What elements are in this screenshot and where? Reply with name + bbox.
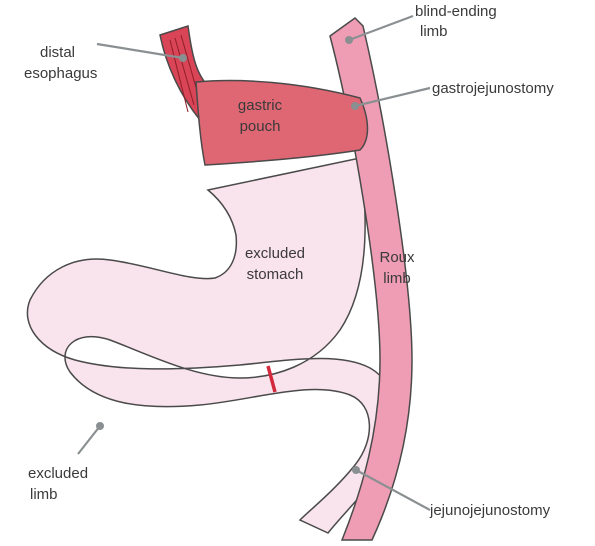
label-excluded-stomach-line1: excluded [245,245,305,262]
label-distal-esophagus-line1: distal [40,44,75,61]
label-excluded-stomach-line2: stomach [247,266,304,283]
label-distal-esophagus-line2: esophagus [24,65,97,82]
leader-gastrojejunostomy [354,86,431,108]
label-blind-ending-limb-line1: blind-ending [415,3,497,20]
gastroepiploic-vessel [266,365,277,393]
label-excluded-limb-line1: excluded [28,465,88,482]
roux-limb [329,17,413,541]
leader-distal-esophagus [96,42,184,60]
label-roux-limb-line2: limb [383,270,411,287]
leader-lines [77,14,431,511]
label-gastric-pouch-line2: pouch [240,118,281,135]
leader-excluded-limb [77,425,101,455]
leader-jejunojejunostomy [355,469,431,511]
excluded-stomach-and-limb [26,157,398,534]
label-excluded-limb-line2: limb [30,486,58,503]
label-gastric-pouch-line1: gastric [238,97,283,114]
gastric-pouch [195,79,369,166]
label-blind-ending-limb-line2: limb [420,23,448,40]
label-roux-limb-line1: Roux [379,249,415,266]
label-gastrojejunostomy: gastrojejunostomy [432,80,554,97]
label-jejunojejunostomy: jejunojejunostomy [429,502,551,519]
leader-blind-ending-limb [348,14,414,42]
